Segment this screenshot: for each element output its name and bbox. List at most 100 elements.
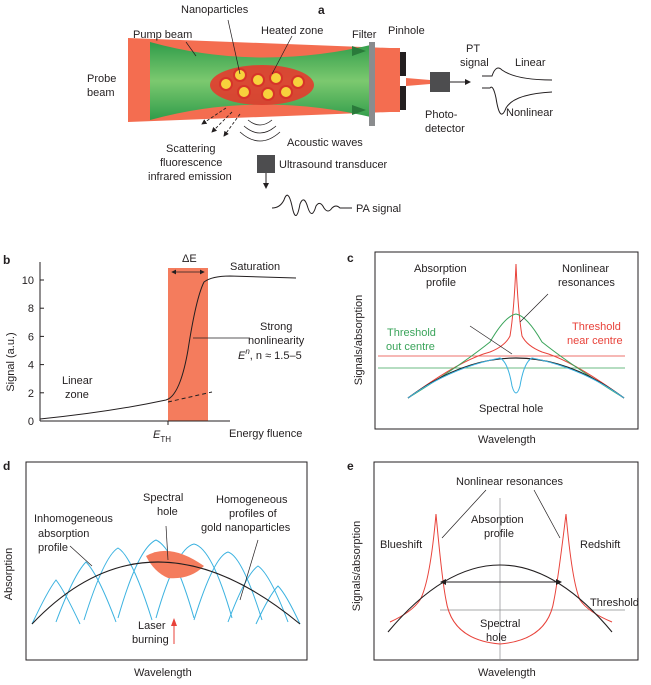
nanoparticles-label: Nanoparticles (181, 4, 249, 16)
c-absorption-label-2: profile (426, 277, 456, 289)
e-hole-label-2: hole (486, 632, 507, 644)
e-frame (373, 461, 639, 661)
b-ylabel: Signal (a.u.) (5, 332, 17, 391)
photodetector-label-1: Photo- (425, 109, 458, 121)
pinhole-label: Pinhole (388, 25, 425, 37)
leader-d-homogeneous (239, 539, 259, 601)
d-homogeneous-profiles (31, 539, 301, 625)
probe-through-pinhole (406, 78, 430, 86)
nonlinear-band (168, 268, 208, 421)
e-nonlinear-label: Nonlinear resonances (456, 476, 564, 488)
e-ylabel: Signals/absorption (351, 521, 363, 612)
panel-d-letter: d (3, 459, 10, 473)
delta-e-label: ΔE (182, 253, 197, 265)
laser-arrow-head (171, 618, 177, 626)
c-threshold-out-label-2: out centre (386, 341, 435, 353)
pt-linear-curve (482, 67, 553, 81)
e-redshift-label: Redshift (580, 539, 620, 551)
scattering-label-1: Scattering (166, 143, 216, 155)
linear-zone-label-1: Linear (62, 375, 93, 387)
panel-a: a (87, 3, 553, 216)
pump-beam-label: Pump beam (133, 29, 192, 41)
laser-label-1: Laser (138, 620, 166, 632)
scattering-arrows (201, 107, 241, 137)
pump-arrow-bottom (352, 105, 366, 115)
e-xlabel: Wavelength (478, 667, 536, 679)
pump-arrow-top (352, 46, 366, 56)
c-green-resonance (407, 313, 625, 399)
leader-e-nl-right (533, 489, 561, 539)
leader-nanoparticles (227, 19, 241, 75)
strong-nl-label-2: nonlinearity (248, 335, 305, 347)
e-absorption-label-1: Absorption (471, 514, 524, 526)
b-xlabel: Energy fluence (229, 428, 302, 440)
d-inhomogeneous-label-2: absorption (38, 528, 89, 540)
leader-d-hole (165, 525, 169, 561)
b-y-tick-label: 10 (22, 275, 34, 287)
d-inhomogeneous-label-3: profile (38, 542, 68, 554)
e-threshold-label: Threshold (590, 597, 639, 609)
acoustic-waves-label: Acoustic waves (287, 137, 363, 149)
b-y-tick-label: 4 (28, 360, 34, 372)
nanoparticles-cluster (219, 68, 305, 101)
c-ylabel: Signals/absorption (353, 295, 365, 386)
panel-e: e Signals/absorption Wavelength Nonlinea… (347, 459, 639, 679)
d-homogeneous-label-3: gold nanoparticles (201, 522, 291, 534)
c-nonlinear-label-2: resonances (558, 277, 615, 289)
b-linear-extrapolation (167, 391, 213, 403)
pa-signal-curve (271, 194, 352, 216)
laser-label-2: burning (132, 634, 169, 646)
saturation-label: Saturation (230, 261, 280, 273)
b-y-tick-label: 0 (28, 416, 34, 428)
d-inhomogeneous-label-1: Inhomogeneous (34, 513, 113, 525)
pt-nonlinear-curve (482, 86, 553, 115)
leader-c-absorption (469, 325, 513, 355)
linear-label: Linear (515, 57, 546, 69)
leader-e-nl-left (441, 489, 487, 539)
ultrasound-transducer (257, 155, 275, 173)
c-spectral-hole-curve (407, 357, 625, 399)
d-ylabel: Absorption (3, 548, 15, 601)
power-law-label: En, n ≈ 1.5–5 (238, 347, 302, 362)
e-hole-label-1: Spectral (480, 618, 520, 630)
pt-signal-label-2: signal (460, 57, 489, 69)
d-spectral-hole-fill (146, 550, 204, 579)
leader-heated-zone (271, 35, 293, 75)
d-inhomogeneous-profile (31, 561, 301, 625)
panel-e-letter: e (347, 459, 354, 473)
strong-nl-label-1: Strong (260, 321, 292, 333)
scattering-label-2: fluorescence (160, 157, 222, 169)
e-red-curve (389, 513, 613, 645)
c-spectral-hole-label: Spectral hole (479, 403, 543, 415)
e-absorption-label-2: profile (484, 528, 514, 540)
leader-c-nonlinear (519, 293, 549, 323)
panel-a-letter: a (318, 3, 325, 17)
pa-signal-label: PA signal (356, 203, 401, 215)
c-red-resonance (407, 263, 625, 399)
photodetector-label-2: detector (425, 123, 465, 135)
photodetector (430, 72, 450, 92)
probe-beam-label-1: Probe (87, 73, 116, 85)
c-frame (374, 251, 639, 430)
heated-zone-label: Heated zone (261, 25, 323, 37)
filter-label: Filter (352, 29, 377, 41)
d-xlabel: Wavelength (134, 667, 192, 679)
pinhole-bottom (400, 86, 406, 110)
ultrasound-label: Ultrasound transducer (279, 159, 388, 171)
leader-pump-beam (185, 41, 197, 57)
d-hole-label-2: hole (157, 506, 178, 518)
c-xlabel: Wavelength (478, 434, 536, 446)
c-threshold-out-label-1: Threshold (387, 327, 436, 339)
d-frame (25, 461, 308, 661)
b-signal-curve (39, 275, 297, 420)
e-absorption-profile (387, 564, 613, 633)
nonlinear-label: Nonlinear (506, 107, 553, 119)
d-hole-label-1: Spectral (143, 492, 183, 504)
acoustic-waves (239, 119, 281, 142)
probe-beam-label-2: beam (87, 87, 115, 99)
c-nonlinear-label-1: Nonlinear (562, 263, 609, 275)
linear-zone-label-2: zone (65, 389, 89, 401)
